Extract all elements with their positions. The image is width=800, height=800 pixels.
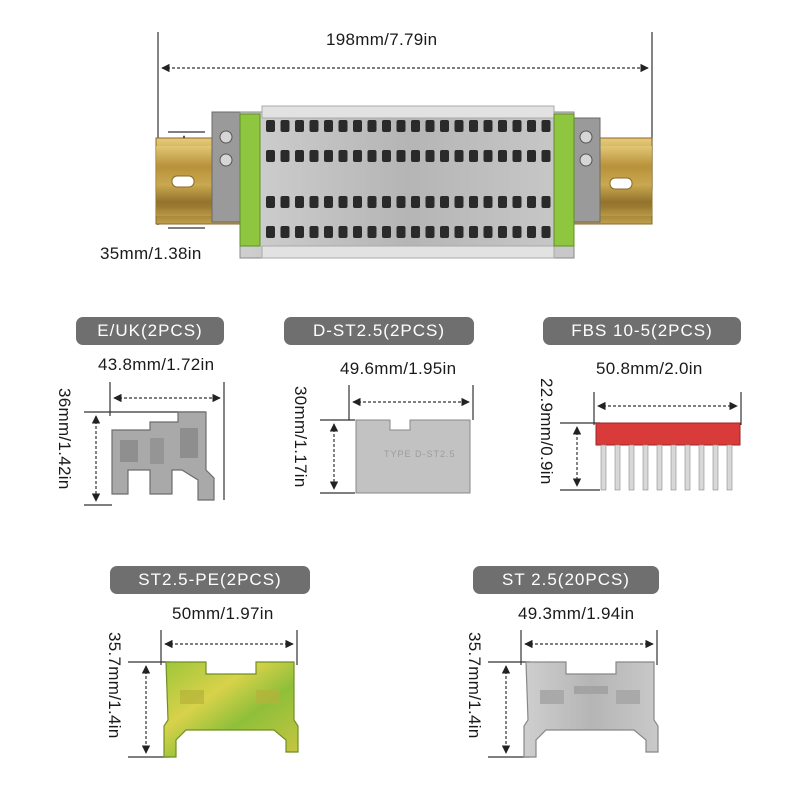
height-label-st25pe: 35.7mm/1.4in	[105, 632, 124, 739]
height-label-dst25: 30mm/1.17in	[291, 386, 310, 488]
ground-terminal-st25pe	[128, 630, 299, 758]
din-rail-assembly	[155, 32, 653, 259]
width-label-st25: 49.3mm/1.94in	[518, 604, 635, 623]
part-title-dst25: D-ST2.5(2PCS)	[284, 317, 474, 345]
jumper-bar-fbs	[560, 392, 742, 491]
part-title-st25: ST 2.5(20PCS)	[473, 566, 659, 594]
width-label-fbs: 50.8mm/2.0in	[596, 359, 703, 378]
width-label-dst25: 49.6mm/1.95in	[340, 359, 457, 378]
part-title-st25pe: ST2.5-PE(2PCS)	[110, 566, 310, 594]
height-label-euk: 36mm/1.42in	[55, 388, 74, 490]
rail-length-label: 198mm/7.79in	[326, 30, 438, 49]
dst25-engraving: TYPE D-ST2.5	[384, 449, 456, 459]
terminal-st25	[488, 630, 659, 758]
end-cover-dst25	[320, 385, 474, 494]
rail-height-label: 35mm/1.38in	[100, 244, 202, 263]
end-clamp-euk	[84, 382, 225, 506]
height-label-fbs: 22.9mm/0.9in	[537, 378, 556, 485]
part-title-fbs: FBS 10-5(2PCS)	[543, 317, 741, 345]
width-label-euk: 43.8mm/1.72in	[98, 355, 215, 374]
width-label-st25pe: 50mm/1.97in	[172, 604, 274, 623]
height-label-st25: 35.7mm/1.4in	[465, 632, 484, 739]
part-title-euk: E/UK(2PCS)	[76, 317, 224, 345]
